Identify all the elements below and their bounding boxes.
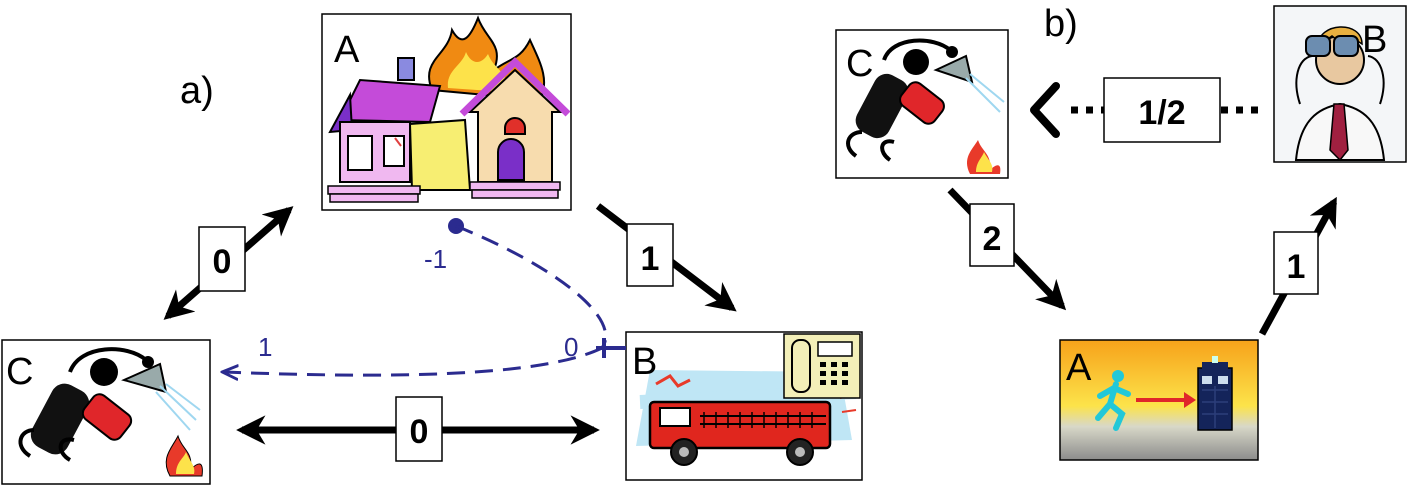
panel-b-node-b-letter: B xyxy=(1362,19,1387,61)
edge-c-b-label: 0 xyxy=(410,413,429,451)
edge-b-b-c: 1/2 xyxy=(1030,77,1258,143)
node-b-letter: B xyxy=(632,341,657,383)
binoculars-person-icon xyxy=(1294,26,1386,162)
panel-b-node-b: B xyxy=(1273,5,1407,163)
panel-b-node-a-letter: A xyxy=(1066,347,1092,389)
edge-b-c-a-label: 2 xyxy=(983,220,1002,258)
edge-c-b: 0 xyxy=(236,396,600,462)
panel-a-node-a: A xyxy=(321,13,572,211)
running-to-police-box-icon xyxy=(1095,356,1233,431)
telephone-icon xyxy=(783,333,861,399)
panel-b-node-c: C xyxy=(835,29,1009,179)
edge-b-a-b-label: 1 xyxy=(1287,248,1306,286)
dashed-influence-link: -1 0 1 xyxy=(224,218,626,375)
edge-b-a-b: 1 xyxy=(1258,196,1338,336)
panel-a-node-b: B xyxy=(625,331,863,481)
edge-a-b: 1 xyxy=(595,203,737,312)
fire-extinguisher-person-icon xyxy=(846,38,1005,174)
edge-b-c-a: 2 xyxy=(947,187,1067,311)
edge-c-a-label: 0 xyxy=(213,243,232,281)
panel-b-node-c-letter: C xyxy=(846,43,873,85)
dashed-end-value: 1 xyxy=(258,332,272,362)
node-c-letter: C xyxy=(6,351,33,393)
dashed-mid-value: 0 xyxy=(564,332,578,362)
burning-house-icon xyxy=(327,15,571,203)
panel-b-node-a: A xyxy=(1059,339,1259,461)
edge-a-b-label: 1 xyxy=(641,240,660,278)
dashed-start-value: -1 xyxy=(424,244,447,274)
panel-a-label: a) xyxy=(180,70,214,112)
node-a-letter: A xyxy=(334,29,360,71)
edge-b-b-c-label: 1/2 xyxy=(1138,94,1185,132)
panel-a-node-c: C xyxy=(1,339,211,485)
fire-extinguisher-person-icon xyxy=(18,347,203,477)
panel-b-label: b) xyxy=(1044,3,1078,45)
edge-c-a: 0 xyxy=(163,206,294,320)
